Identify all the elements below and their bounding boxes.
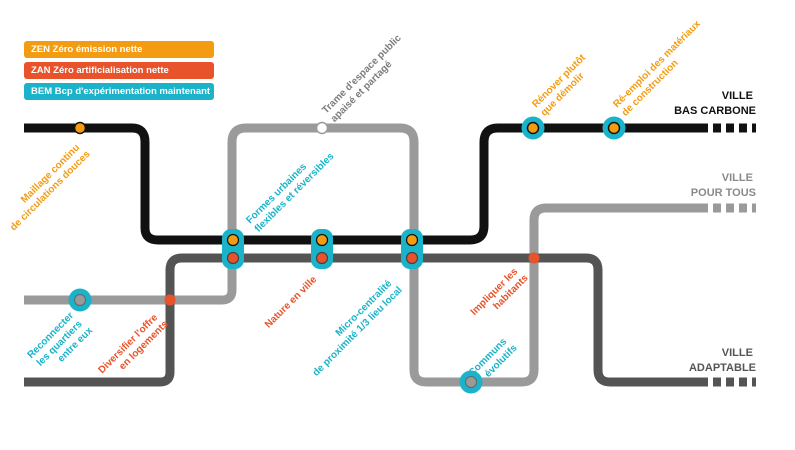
station-trame[interactable] [315,121,329,135]
legend-bem: BEM Bcp d'expérimentation maintenant [24,83,214,100]
label-micro: Micro-centralité de proximité 1/3 lieu l… [302,276,404,378]
station-diversifier[interactable] [164,294,176,306]
terminal-pour-tous: VILLE POUR TOUS [691,172,756,199]
label-reconnecter: Reconnecter les quartiers entre eux [26,308,96,378]
station-renover[interactable] [526,121,540,135]
line-bas-carbone [24,123,700,245]
label-formes: Formes urbaines flexibles et réversibles [244,142,336,234]
station-communs[interactable] [465,376,477,388]
station-formes-zen[interactable] [226,233,240,247]
station-maillage[interactable] [73,121,87,135]
terminal-adaptable: VILLE ADAPTABLE [689,347,756,374]
station-formes-zan[interactable] [226,251,240,265]
label-maillage: Maillage continu de circulations douces [0,140,93,233]
label-impliquer: Impliquer les habitants [469,264,531,326]
label-diversifier: Diversifier l'offre en logements [96,310,170,384]
station-micro-zen[interactable] [405,233,419,247]
station-nature-zen[interactable] [315,233,329,247]
label-reemploi: Ré-emploi des matériaux de construction [611,17,713,119]
station-impliquer[interactable] [528,252,540,264]
label-renover: Rénover plutôt que démolir [530,50,598,118]
label-nature: Nature en ville [263,274,319,330]
station-reemploi[interactable] [607,121,621,135]
legend-zan: ZAN Zéro artificialisation nette [24,62,214,79]
station-micro-zan[interactable] [405,251,419,265]
station-nature-zan[interactable] [315,251,329,265]
station-reconnecter[interactable] [74,294,86,306]
label-trame: Trame d'espace public apaisé et partagé [320,31,414,125]
terminal-bas-carbone: VILLE BAS CARBONE [674,90,756,117]
line-adaptable [24,253,700,387]
legend-zen: ZEN Zéro émission nette [24,41,214,58]
